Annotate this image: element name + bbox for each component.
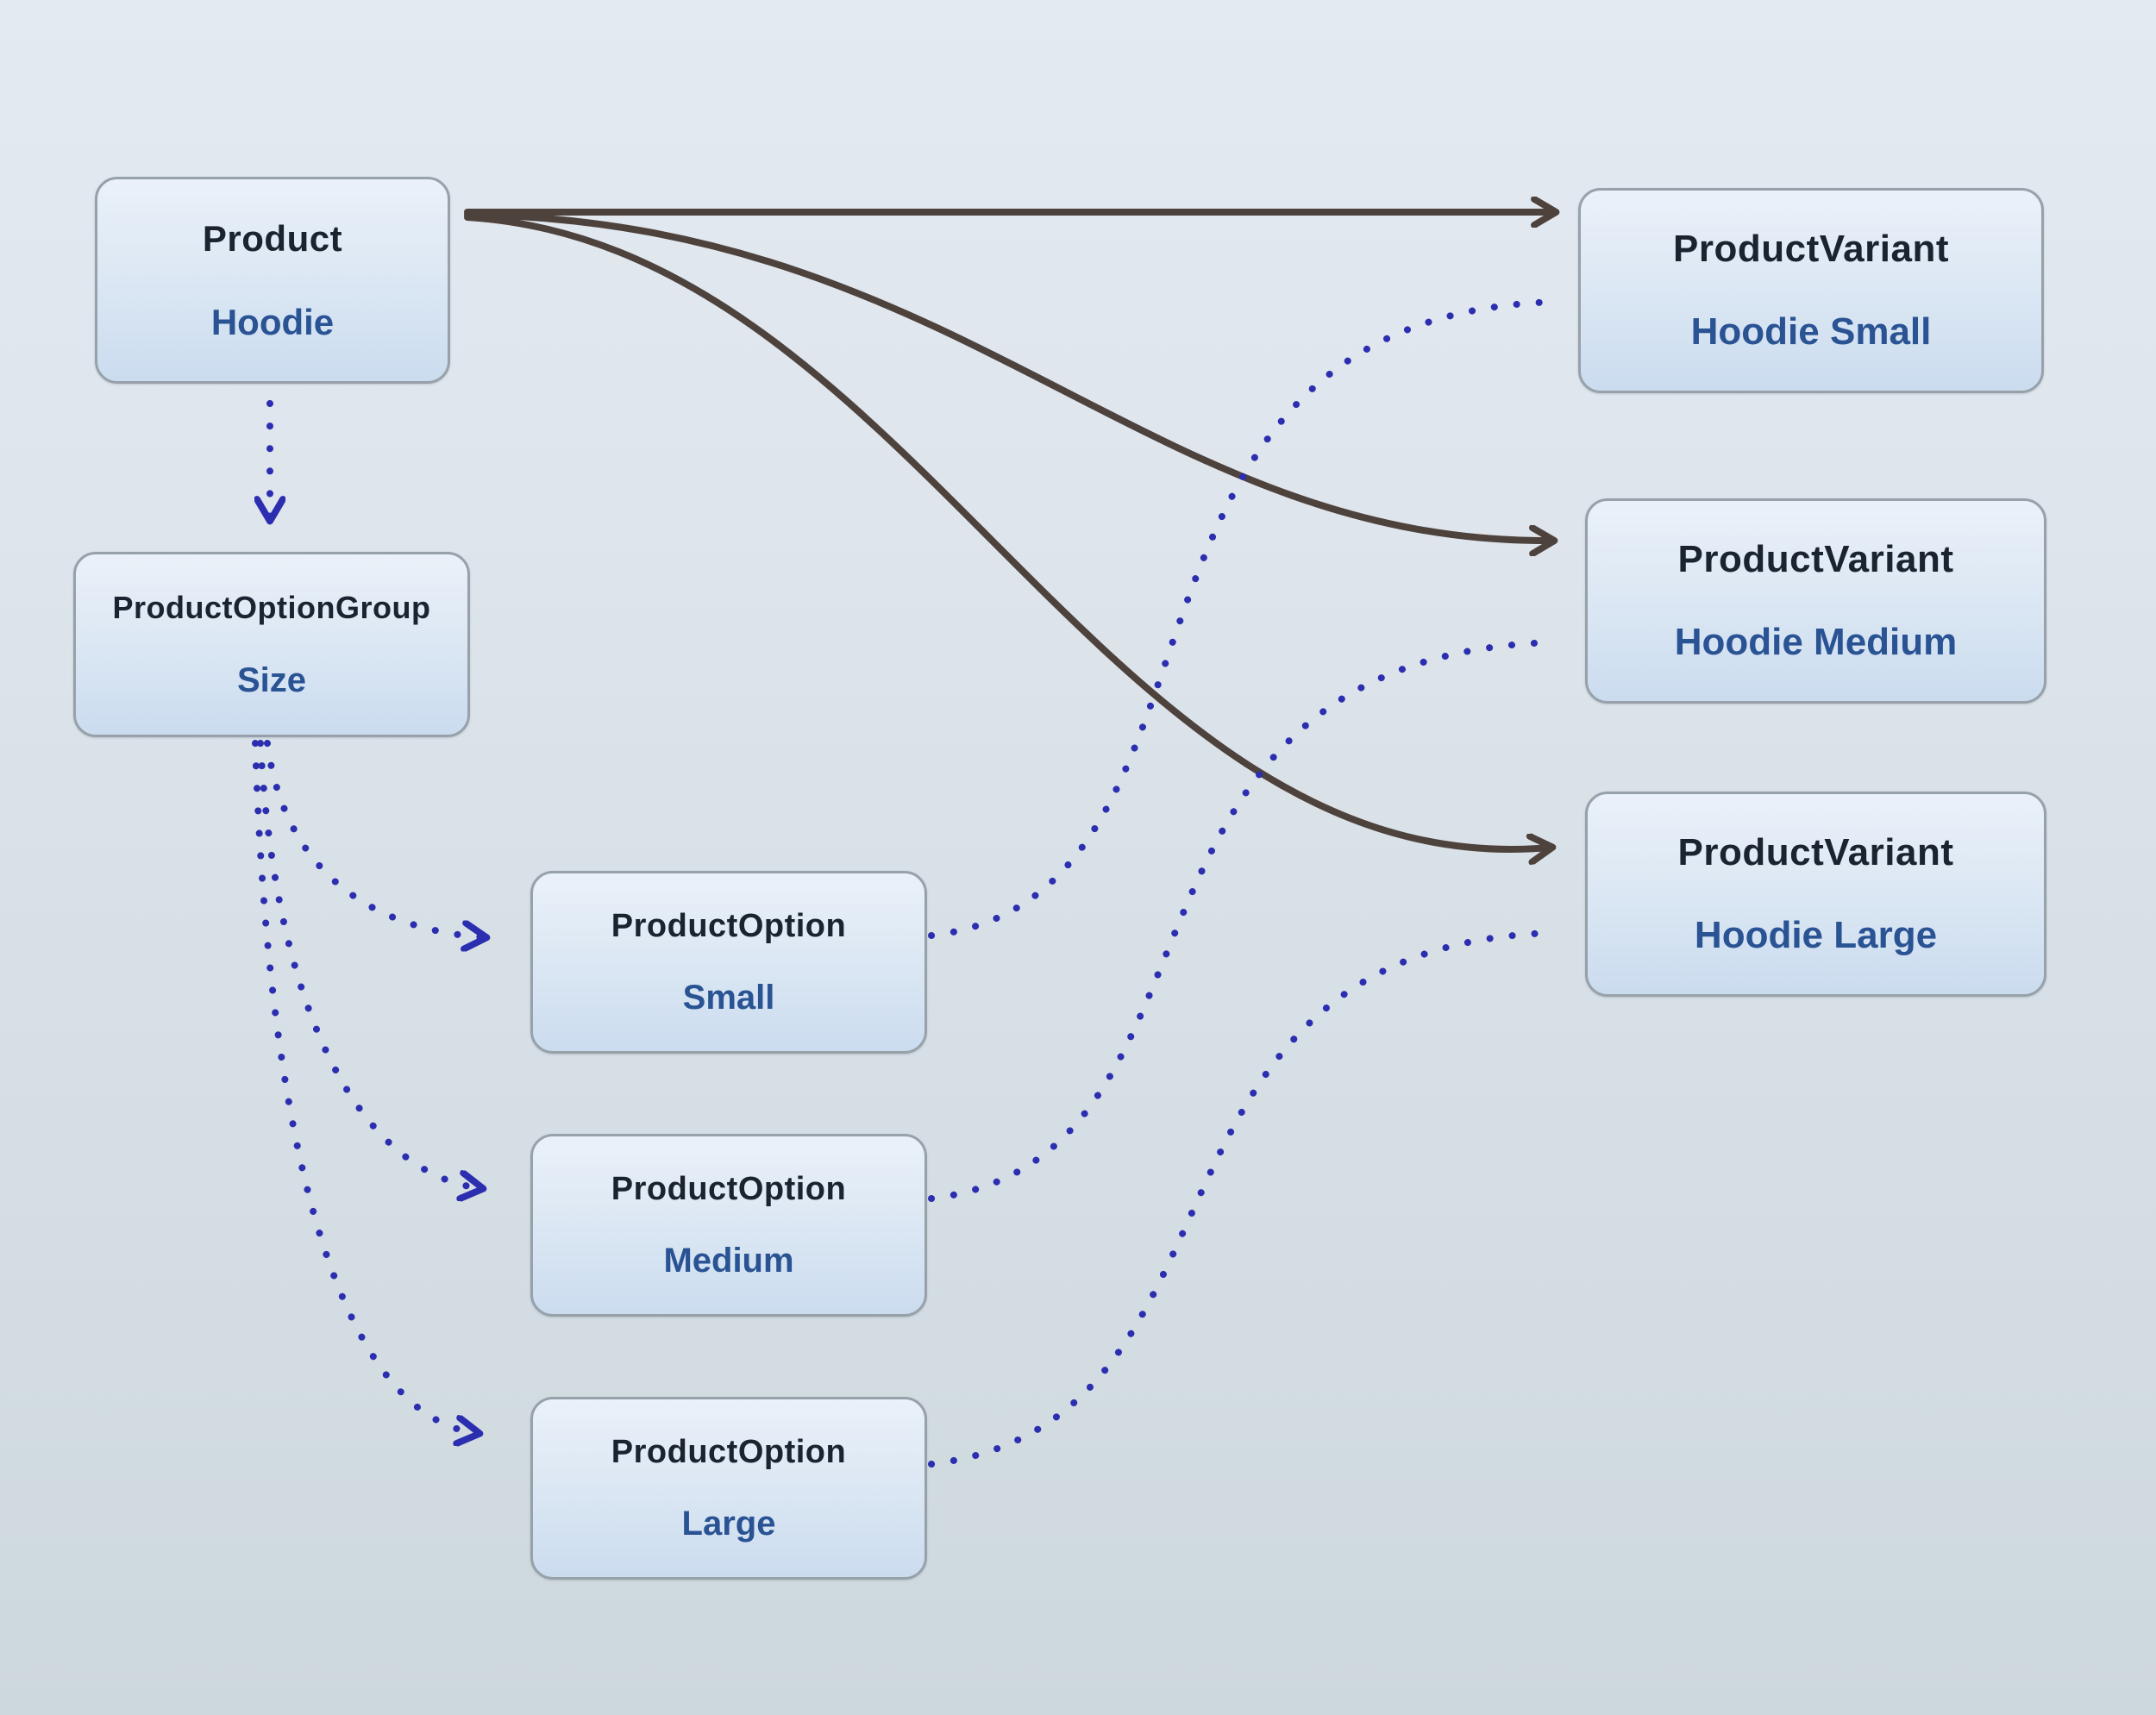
node-type-label: ProductVariant <box>1677 831 1954 873</box>
node-product-variant-small: ProductVariant Hoodie Small <box>1578 188 2044 393</box>
edge-option-large-to-variant-large <box>928 929 1554 1468</box>
node-type-label: ProductOption <box>611 1170 847 1207</box>
edge-group-to-option-large <box>252 740 476 1433</box>
edge-product-to-variant-large <box>464 214 1549 849</box>
node-product-variant-large: ProductVariant Hoodie Large <box>1585 792 2046 997</box>
node-name-label: Large <box>681 1504 776 1543</box>
edge-group-to-option-medium <box>257 740 479 1188</box>
node-name-label: Medium <box>663 1241 794 1280</box>
node-product-option-group: ProductOptionGroup Size <box>73 552 470 737</box>
node-type-label: ProductVariant <box>1677 538 1954 580</box>
node-name-label: Small <box>682 978 775 1017</box>
node-product-option-small: ProductOption Small <box>530 871 927 1054</box>
node-product-option-medium: ProductOption Medium <box>530 1134 927 1317</box>
node-name-label: Hoodie Large <box>1694 914 1938 956</box>
node-name-label: Hoodie <box>210 301 335 342</box>
node-name-label: Hoodie Medium <box>1674 621 1958 663</box>
edge-group-to-option-small <box>264 740 483 937</box>
node-product-option-large: ProductOption Large <box>530 1397 927 1580</box>
node-type-label: ProductVariant <box>1673 228 1949 270</box>
node-type-label: ProductOption <box>611 1433 847 1470</box>
node-type-label: ProductOption <box>611 907 847 944</box>
edge-product-to-variant-medium <box>464 211 1551 541</box>
edge-option-small-to-variant-small <box>928 298 1561 939</box>
node-product: Product Hoodie <box>95 177 450 384</box>
node-product-variant-medium: ProductVariant Hoodie Medium <box>1585 498 2046 704</box>
node-type-label: ProductOptionGroup <box>112 589 431 625</box>
edge-option-medium-to-variant-medium <box>928 639 1554 1202</box>
node-name-label: Hoodie Small <box>1690 310 1932 353</box>
node-type-label: Product <box>202 217 343 259</box>
node-name-label: Size <box>236 660 307 699</box>
